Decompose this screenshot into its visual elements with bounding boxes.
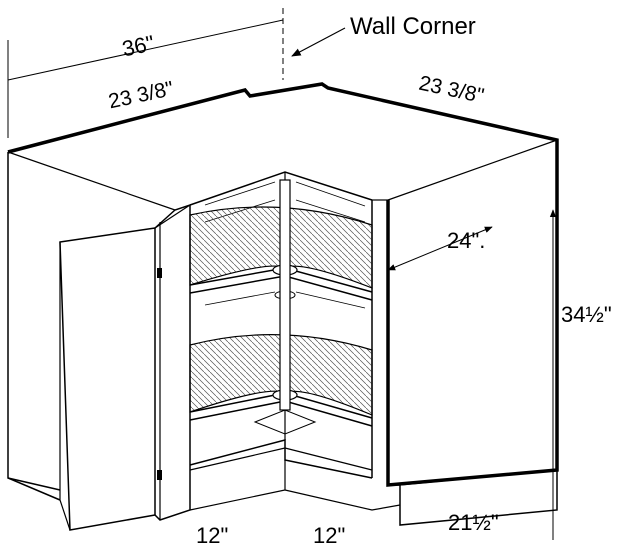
left-side-panel (7, 152, 61, 501)
bifold-door (59, 203, 191, 531)
wall-corner-label: Wall Corner (350, 13, 476, 40)
door-hinge-lower (157, 470, 162, 480)
left-depth-label: 23 3/8" (106, 77, 175, 113)
front-right-label: 12" (313, 523, 345, 548)
interior-depth-label: 24". (447, 228, 485, 253)
toe-kick (189, 460, 401, 511)
right-depth-label: 23 3/8" (417, 72, 486, 108)
front-left-label: 12" (196, 523, 228, 548)
interior-depth-arrow (387, 226, 493, 271)
dimension-36-line (7, 8, 284, 138)
center-pole (279, 179, 291, 411)
cabinet-top (7, 82, 559, 487)
door-hinge-upper (157, 268, 162, 278)
overall-width-label: 36" (120, 30, 157, 61)
side-depth-label: 21½" (448, 510, 499, 535)
wall-corner-arrow (291, 27, 346, 57)
height-label: 34½" (561, 302, 612, 327)
